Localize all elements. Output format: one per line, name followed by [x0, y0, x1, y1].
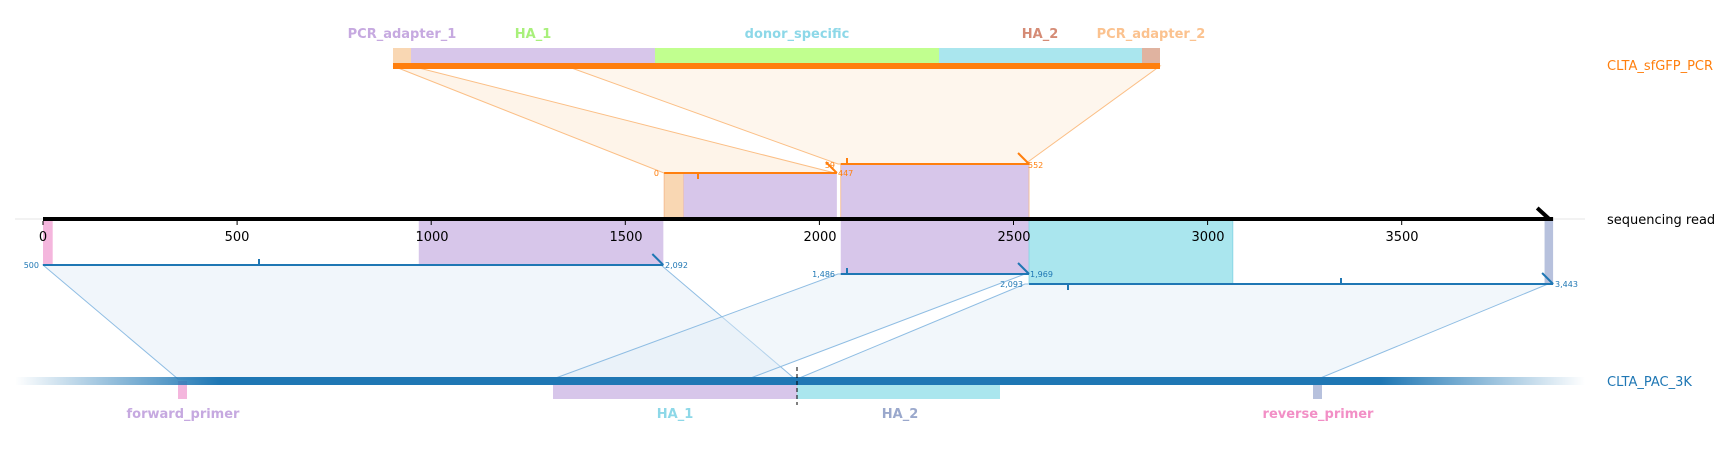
pcr-feature-block-ha-1 — [411, 48, 655, 66]
ref-alignment-end-label: 2,092 — [665, 261, 688, 270]
ref-feature-labels: forward_primer HA_1 HA_2 reverse_primer — [127, 407, 1375, 422]
ref-feature-label-forward-primer: forward_primer — [127, 407, 241, 422]
ref-alignment-line-end-hook — [1017, 262, 1030, 275]
ref-feature-block-ha-2 — [797, 381, 1000, 399]
pcr-feature-labels: PCR_adapter_1 HA_1 donor_specific HA_2 P… — [348, 27, 1206, 42]
ref-feature-block-ha-1 — [553, 381, 797, 399]
read-track-arrow — [1535, 206, 1551, 221]
ref-alignment-start-label: 1,486 — [812, 270, 835, 279]
read-axis-tick-label: 1500 — [609, 230, 642, 245]
pcr-alignment-end-label: 552 — [1028, 161, 1043, 170]
ref-feature-label-reverse-primer: reverse_primer — [1263, 407, 1375, 422]
ref-feature-label-ha-2: HA_2 — [882, 407, 919, 422]
pcr-alignment-start-label: 59 — [825, 161, 835, 170]
ref-alignment-line-end-hook — [651, 253, 665, 266]
pcr-feature-label-donor-specific: donor_specific — [745, 27, 850, 42]
read-axis-tick-label: 500 — [225, 230, 250, 245]
read-axis-tick-label: 3000 — [1191, 230, 1224, 245]
pcr-alignment-line-end-hook — [1017, 152, 1030, 165]
pcr-feature-block-adapter-1 — [393, 48, 411, 66]
read-feature-reverse-primer — [1544, 219, 1554, 284]
read-axis: 0 500 1000 1500 2000 2500 3000 3500 — [39, 230, 1419, 245]
ref-alignment-start-label: 500 — [24, 261, 39, 270]
ref-feature-block-reverse-primer — [1313, 381, 1322, 399]
alignment-bands — [41, 65, 1549, 380]
read-track-name: sequencing read — [1607, 213, 1715, 228]
pcr-feature-label-ha-1: HA_1 — [515, 27, 552, 42]
pcr-feature-block-ha-2 — [939, 48, 1142, 66]
ref-alignment-start-label: 2,093 — [1000, 280, 1023, 289]
read-axis-tick-label: 0 — [39, 230, 47, 245]
read-axis-tick-label: 3500 — [1385, 230, 1418, 245]
read-feature-ha-1 — [840, 163, 1030, 220]
pcr-feature-block-donor-specific — [655, 48, 939, 66]
pcr-feature-label-adapter-2: PCR_adapter_2 — [1097, 27, 1206, 42]
pcr-feature-block-adapter-2 — [1142, 48, 1160, 66]
read-axis-tick-label: 1000 — [415, 230, 448, 245]
ref-feature-label-ha-1: HA_1 — [657, 407, 694, 422]
ref-alignment-end-label: 1,969 — [1030, 270, 1053, 279]
ref-alignment-end-label: 3,443 — [1555, 280, 1578, 289]
pcr-alignment-labels: 0 447 59 552 — [654, 161, 1043, 178]
ref-feature-block-forward-primer — [178, 381, 187, 399]
ref-track-line — [15, 377, 1585, 385]
ref-alignment-line-end-hook — [1541, 272, 1554, 285]
read-feature-ha-1 — [840, 219, 1030, 274]
pcr-track-name: CLTA_sfGFP_PCR — [1607, 59, 1713, 74]
pcr-alignment-start-label: 0 — [654, 169, 659, 178]
read-feature-ha-1 — [418, 219, 664, 265]
read-feature-ha-1 — [683, 173, 837, 219]
feature-blocks — [43, 48, 1554, 399]
ref-track-name: CLTA_PAC_3K — [1607, 375, 1692, 390]
read-axis-tick-label: 2500 — [997, 230, 1030, 245]
read-feature-adapter — [663, 172, 684, 220]
pcr-alignment-line-end-hook — [825, 161, 838, 174]
ref-alignment-labels: 500 2,092 1,486 1,969 2,093 3,443 — [24, 261, 1578, 289]
pcr-alignment-end-label: 447 — [838, 169, 853, 178]
read-feature-ha-2 — [1028, 218, 1234, 285]
pcr-feature-label-ha-2: HA_2 — [1022, 27, 1059, 42]
alignment-lines — [43, 152, 1554, 290]
track-lines — [15, 63, 1585, 405]
pcr-feature-label-adapter-1: PCR_adapter_1 — [348, 27, 457, 42]
read-feature-forward-primer — [43, 219, 53, 265]
read-axis-tick-label: 2000 — [803, 230, 836, 245]
